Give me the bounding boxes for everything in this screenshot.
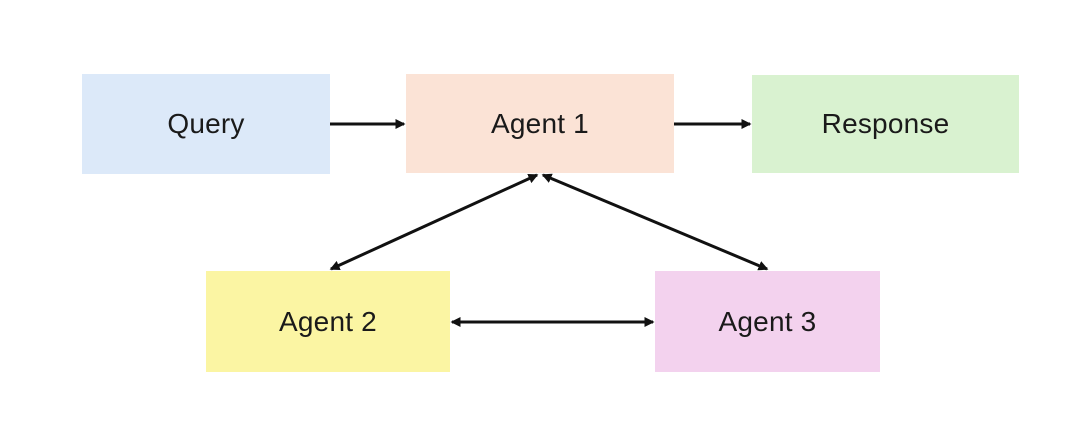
arrow-agent1-agent3 <box>541 173 769 271</box>
agent-2-label: Agent 2 <box>279 305 377 337</box>
agent-3-label: Agent 3 <box>718 305 817 337</box>
query-label: Query <box>167 108 245 139</box>
agent-2-node: Agent 2 <box>206 271 450 372</box>
arrow-agent1-agent2 <box>329 173 539 271</box>
query-node: Query <box>82 74 330 174</box>
agent-1-label: Agent 1 <box>491 107 589 139</box>
response-node: Response <box>752 75 1019 173</box>
agent-1-node: Agent 1 <box>406 74 674 173</box>
agent-3-node: Agent 3 <box>655 271 880 372</box>
response-label: Response <box>821 108 950 139</box>
